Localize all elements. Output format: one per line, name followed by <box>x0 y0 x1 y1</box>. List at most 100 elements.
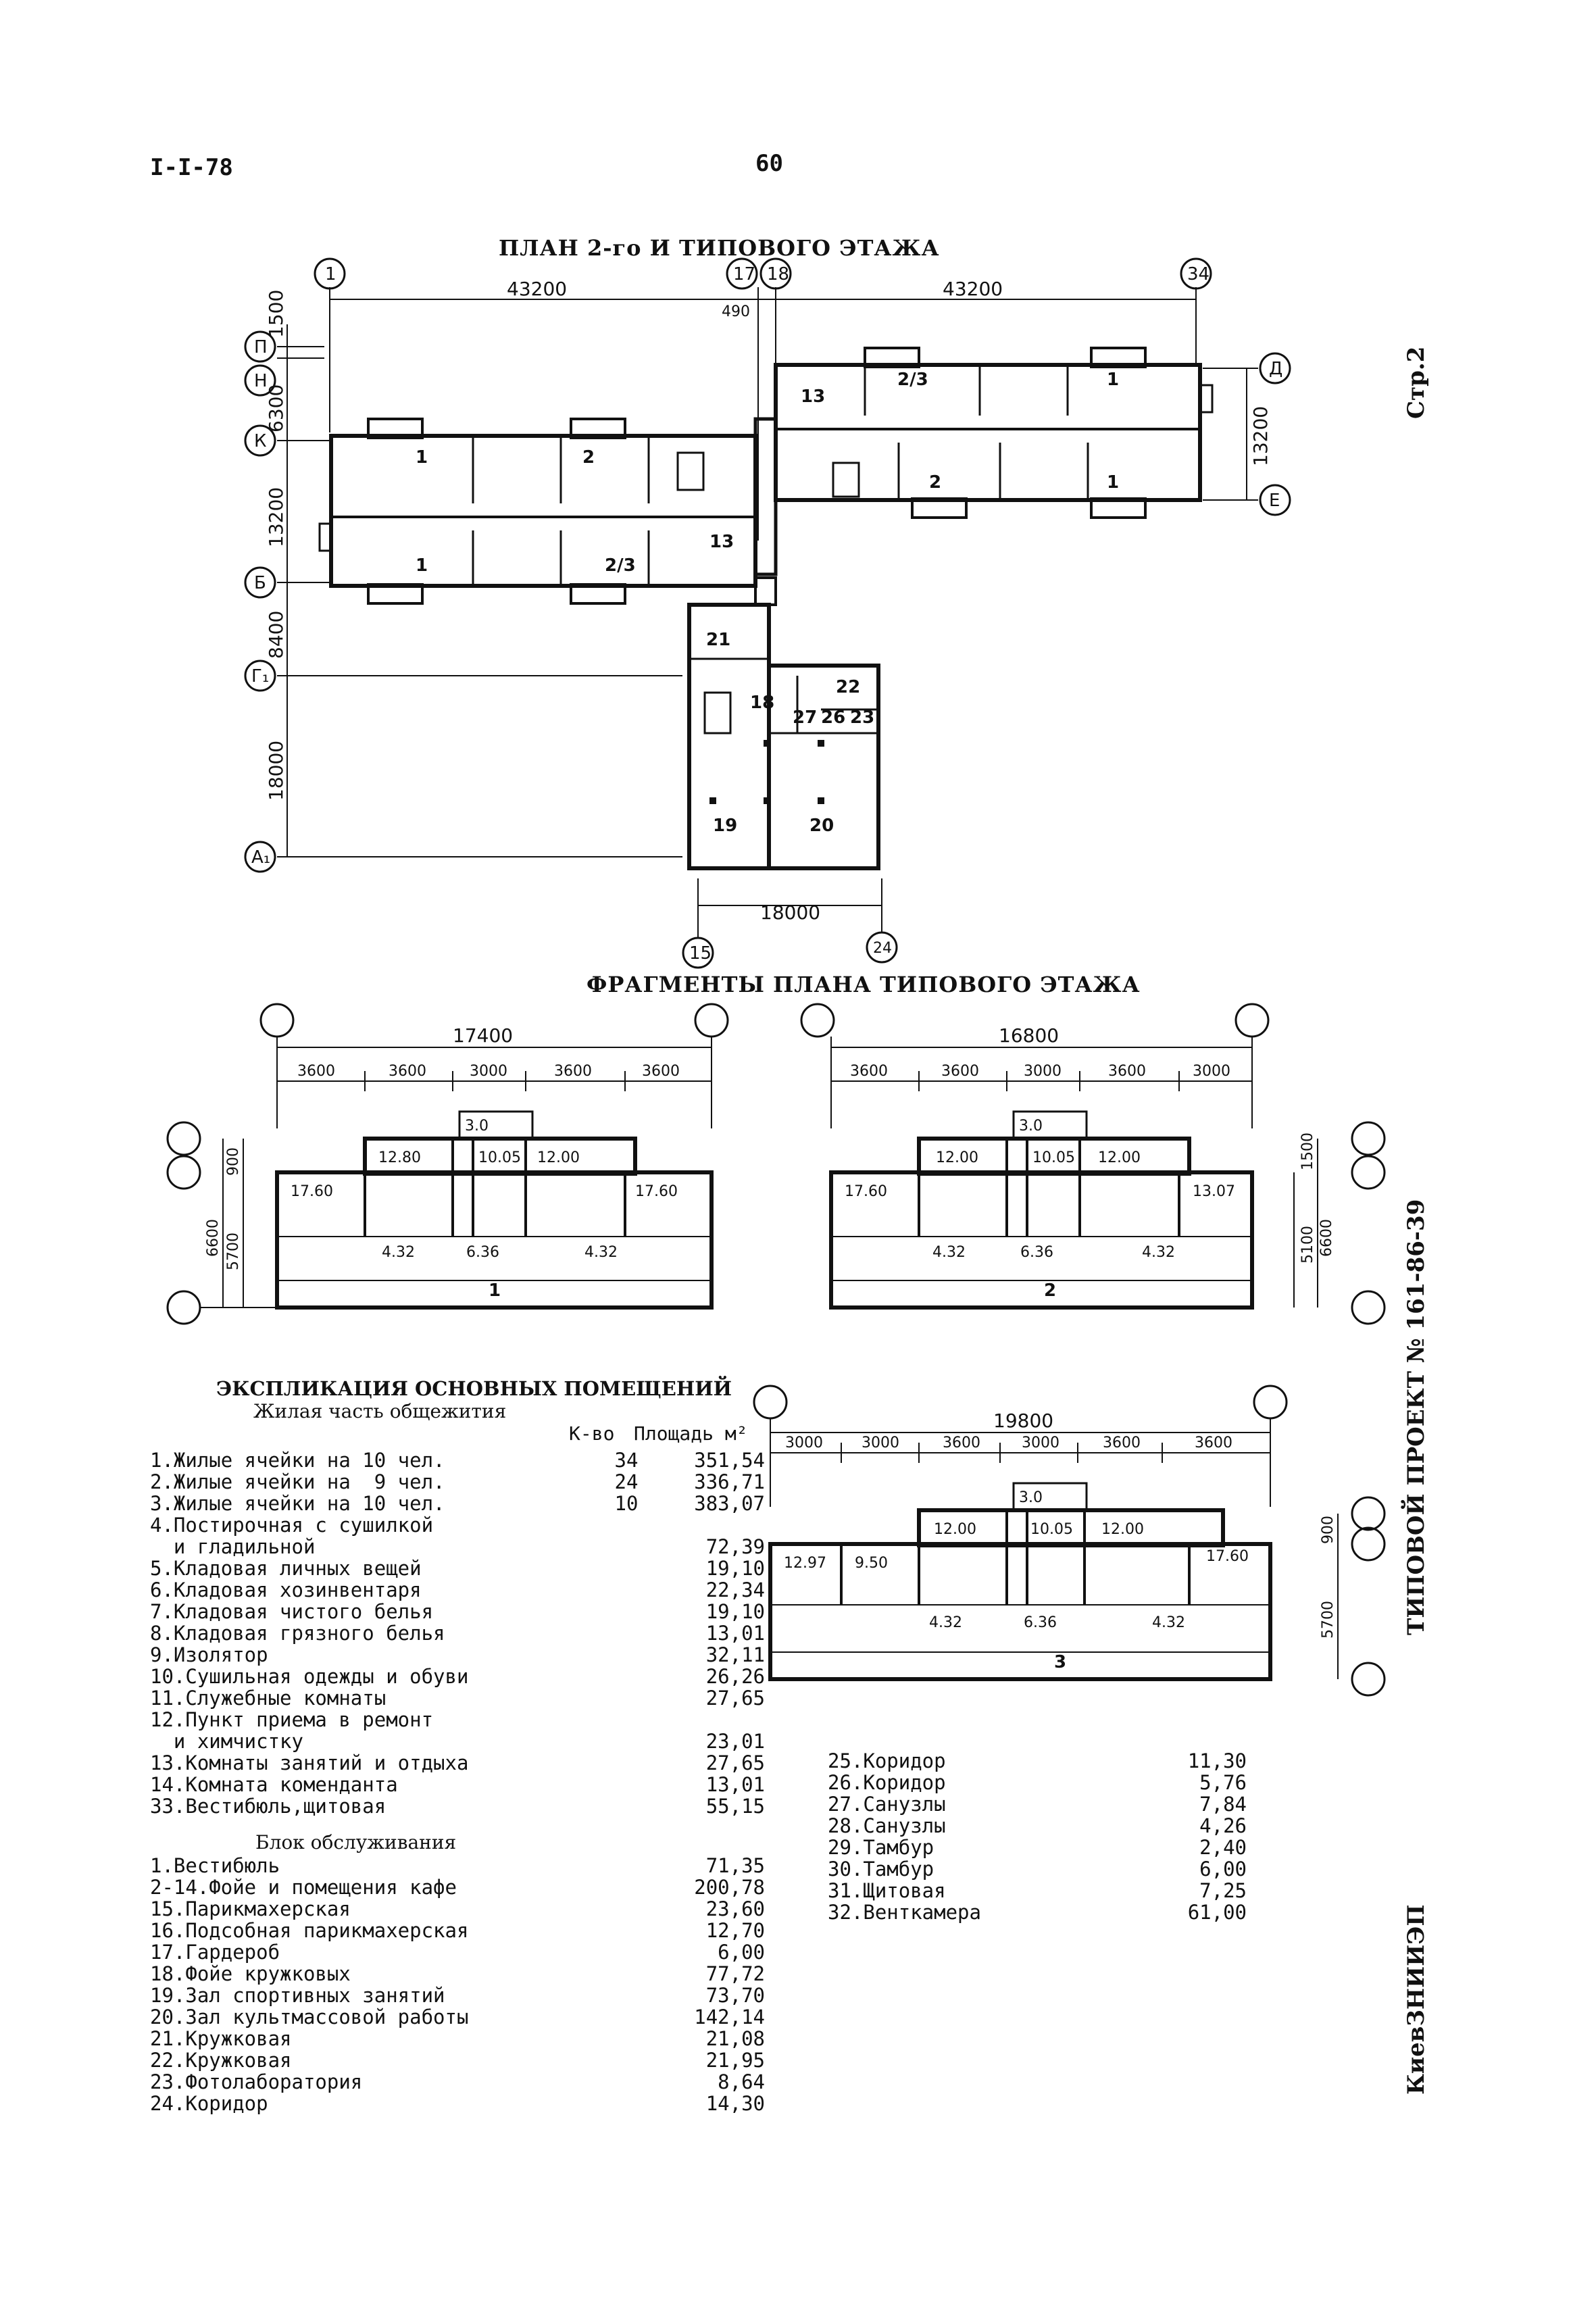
row-area: 336,71 <box>694 1470 765 1493</box>
frag1-span: 3600 <box>642 1063 680 1080</box>
row-area: 77,72 <box>705 1962 765 1985</box>
frag2-room: 6.36 <box>1020 1244 1053 1261</box>
frag2-span: 3600 <box>850 1063 888 1080</box>
row-name: 11.Служебные комнаты <box>150 1687 386 1710</box>
row-area: 19,10 <box>705 1557 765 1580</box>
frag1-span: 3000 <box>470 1063 507 1080</box>
table-row: 3.Жилые ячейки на 10 чел. 10 383,07 <box>150 1493 765 1514</box>
row-count <box>596 1579 657 1601</box>
row-count <box>596 1536 657 1558</box>
frag2-span: 3000 <box>1193 1063 1230 1080</box>
fragment-plans: 17400 3600 3600 3000 3600 3600 17.60 12.… <box>166 1003 1386 1697</box>
frag2-total: 16800 <box>999 1024 1059 1047</box>
axis-1: 1 <box>325 264 336 284</box>
axis-15: 15 <box>689 943 712 964</box>
axis-G: Г₁ <box>251 666 269 687</box>
row-name: 17.Гардероб <box>150 1941 280 1964</box>
row-name: 6.Кладовая хозинвентаря <box>150 1578 422 1601</box>
row-name: 26.Коридор <box>828 1771 946 1794</box>
row-count: 10 <box>614 1492 639 1515</box>
row-name: 23.Фотолаборатория <box>150 2070 363 2093</box>
frag3-room: 3 <box>1054 1652 1066 1672</box>
frag1-span: 3600 <box>554 1063 592 1080</box>
row-area: 71,35 <box>705 1854 765 1877</box>
frag2-room: 12.00 <box>1098 1149 1141 1166</box>
row-area: 6,00 <box>1199 1858 1247 1881</box>
row-count <box>596 1644 657 1666</box>
doc-code: I-I-78 <box>150 154 233 181</box>
row-area: 13,01 <box>705 1622 765 1645</box>
frag3-span: 3000 <box>862 1435 899 1451</box>
row-area: 73,70 <box>705 1984 765 2007</box>
frag3-total: 19800 <box>993 1410 1053 1432</box>
row-area: 7,25 <box>1199 1879 1247 1902</box>
frag3-room: 10.05 <box>1030 1521 1073 1538</box>
frag1-span: 3600 <box>389 1063 426 1080</box>
row-area: 351,54 <box>694 1449 765 1472</box>
row-area: 22,34 <box>705 1578 765 1601</box>
row-name: 25.Коридор <box>828 1749 946 1772</box>
dim-left-width: 43200 <box>507 278 567 300</box>
fragments-title: ФРАГМЕНТЫ ПЛАНА ТИПОВОГО ЭТАЖА <box>587 972 1141 997</box>
row-name: 2.Жилые ячейки на 9 чел. <box>150 1470 445 1493</box>
col-count-header: К-во <box>569 1422 615 1445</box>
table-row: 33.Вестибюль,щитовая 55,15 <box>150 1795 765 1817</box>
room-label: 19 <box>713 816 737 836</box>
row-name: 33.Вестибюль,щитовая <box>150 1795 386 1818</box>
row-area <box>657 1709 765 1731</box>
main-floor-plan: 43200 43200 490 18000 1500 6300 13200 84… <box>244 257 1291 969</box>
frag1-room: 4.32 <box>584 1244 618 1261</box>
frag1-room: 10.05 <box>478 1149 521 1166</box>
row-name: 30.Тамбур <box>828 1858 934 1881</box>
axis-P: П <box>254 337 268 357</box>
frag3-span: 3000 <box>785 1435 823 1451</box>
frag1-span: 3600 <box>297 1063 335 1080</box>
col-area-header: Площадь м² <box>634 1422 748 1445</box>
row-count <box>596 1752 657 1774</box>
row-area: 11,30 <box>1187 1749 1247 1772</box>
row-area: 61,00 <box>1187 1901 1247 1924</box>
room-label: 21 <box>706 630 730 650</box>
page-number: 60 <box>755 150 783 177</box>
row-area: 4,26 <box>1199 1814 1247 1837</box>
dim-v-13200-right: 13200 <box>1249 406 1272 466</box>
row-area: 7,84 <box>1199 1793 1247 1816</box>
frag1-room: 3.0 <box>465 1118 489 1135</box>
room-label: 2/3 <box>897 370 928 390</box>
row-area: 55,15 <box>705 1795 765 1818</box>
row-area: 383,07 <box>694 1492 765 1515</box>
frag3-v-a: 900 <box>1320 1516 1337 1544</box>
row-name: 5.Кладовая личных вещей <box>150 1557 422 1580</box>
table-row: 12.Пункт приема в ремонт <box>150 1709 765 1731</box>
dim-right-width: 43200 <box>943 278 1003 300</box>
frag2-room: 2 <box>1044 1280 1056 1301</box>
frag1-room: 6.36 <box>466 1244 499 1261</box>
frag2-room: 10.05 <box>1032 1149 1075 1166</box>
frag2-room: 4.32 <box>1142 1244 1175 1261</box>
row-count: 34 <box>614 1449 639 1472</box>
axis-E: Е <box>1269 491 1280 511</box>
row-name: 3.Жилые ячейки на 10 чел. <box>150 1492 445 1515</box>
frag2-room: 12.00 <box>936 1149 978 1166</box>
row-area: 5,76 <box>1199 1771 1247 1794</box>
row-area: 23,60 <box>705 1897 765 1920</box>
frag1-room: 12.00 <box>537 1149 580 1166</box>
row-area: 14,30 <box>705 2092 765 2115</box>
row-name: 21.Кружковая <box>150 2027 292 2050</box>
room-label: 13 <box>801 387 825 407</box>
table-row: 30.Тамбур 6,00 <box>828 1858 1247 1880</box>
table-row: 25.Коридор 11,30 <box>828 1750 1247 1772</box>
axis-B: Б <box>254 573 266 593</box>
table-row: 6.Кладовая хозинвентаря 22,34 <box>150 1579 765 1601</box>
row-name: 20.Зал культмассовой работы <box>150 2006 469 2028</box>
room-label: 1 <box>416 555 428 576</box>
